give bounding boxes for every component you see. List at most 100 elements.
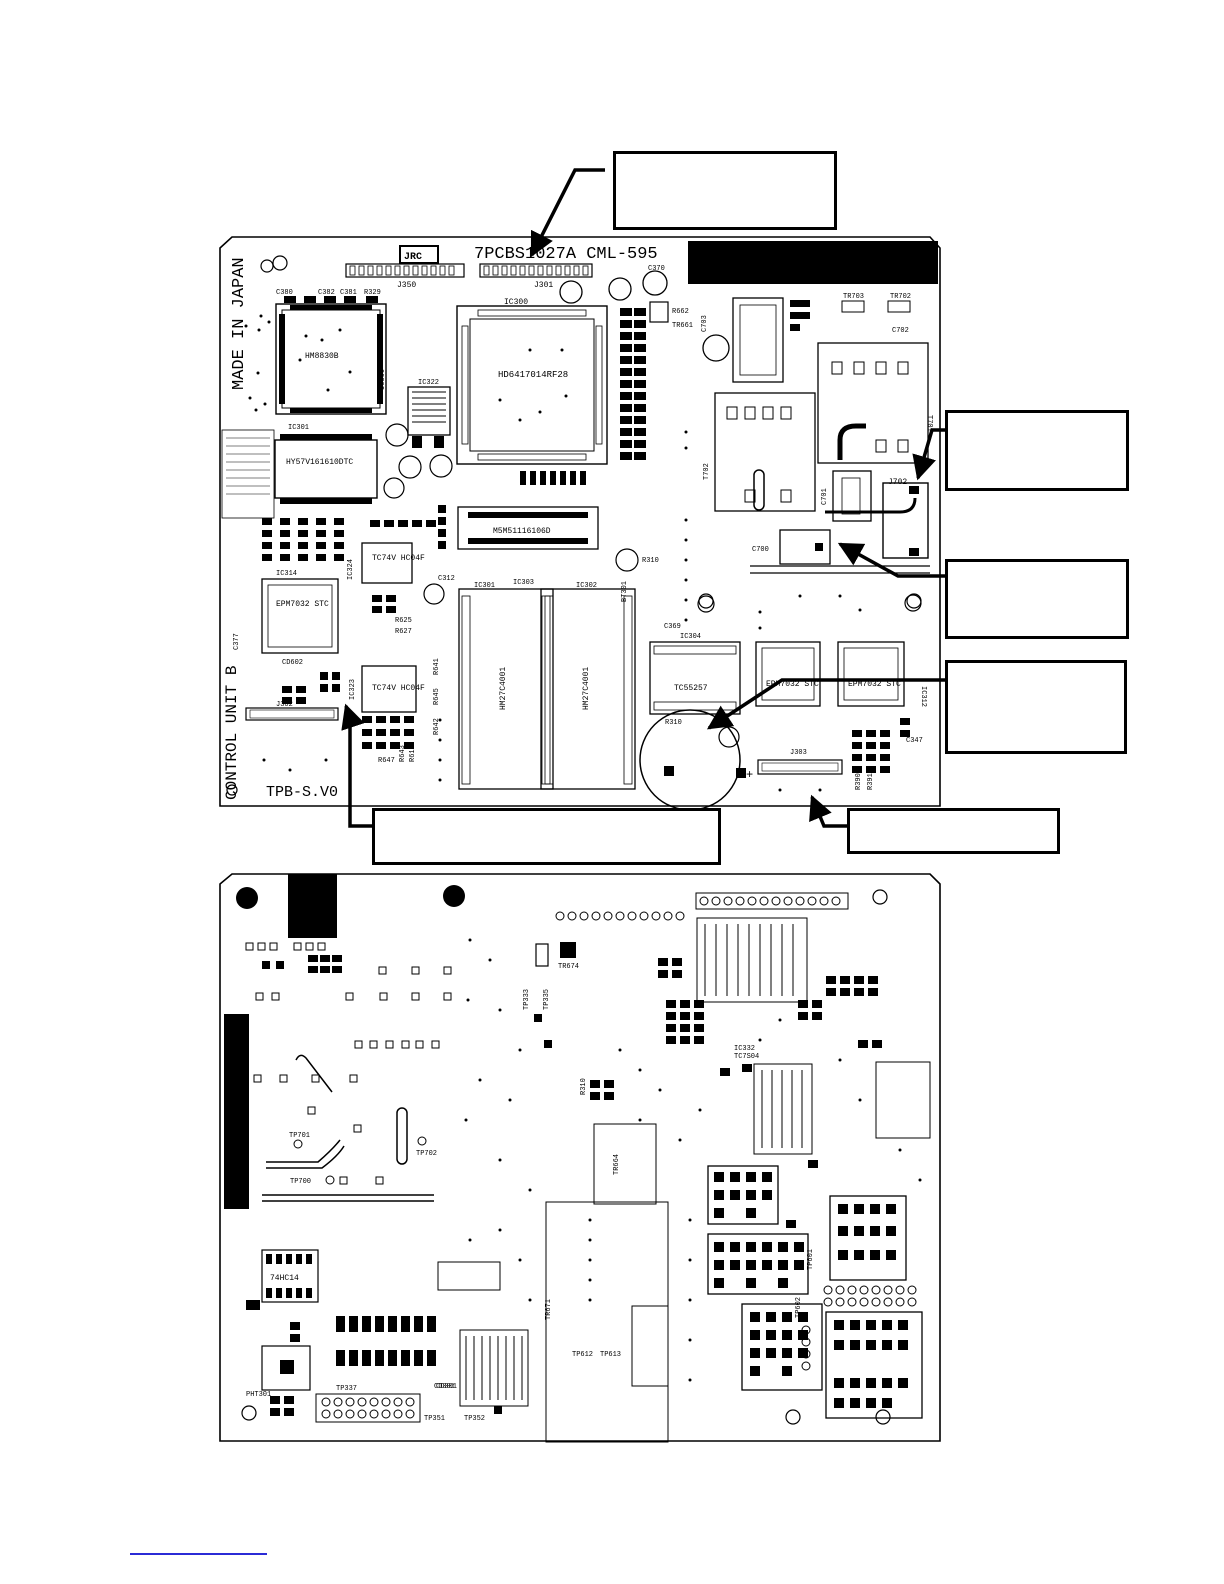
label-r662: R662 xyxy=(672,308,689,316)
labels-right-bottom: C347 R390 R391 xyxy=(855,737,923,790)
svg-text:J350: J350 xyxy=(397,281,416,290)
leader-j301 xyxy=(530,168,605,258)
ic314-cpld: EPM7032 STC IC314 xyxy=(261,570,339,654)
header-right-column xyxy=(801,1285,917,1371)
connector-j350: J350 xyxy=(345,263,465,290)
svg-text:EPM7032 STC: EPM7032 STC xyxy=(766,680,819,689)
connector-j301: J301 xyxy=(479,263,593,290)
svg-text:C702: C702 xyxy=(892,327,909,335)
transistor-tr674 xyxy=(535,942,576,967)
callout-box-bt301 xyxy=(945,660,1127,754)
capacitor-c370: C370 xyxy=(559,265,668,304)
svg-text:TP351: TP351 xyxy=(424,1415,445,1423)
ic322-regulator: IC322 xyxy=(407,379,451,448)
callout-box-j302 xyxy=(372,808,721,865)
svg-text:CD301: CD301 xyxy=(434,1383,455,1391)
svg-text:TP702: TP702 xyxy=(416,1150,437,1158)
svg-text:R310: R310 xyxy=(642,557,659,565)
resistor-blocks-center xyxy=(534,958,882,1100)
svg-text:J302: J302 xyxy=(276,701,293,709)
callout-leaders xyxy=(341,168,947,828)
leader-j702 xyxy=(912,428,947,481)
svg-text:TP612: TP612 xyxy=(572,1351,593,1359)
svg-text:TC7S04: TC7S04 xyxy=(734,1053,759,1061)
ic301-eprom: HM27C4001 IC301 xyxy=(458,582,554,790)
svg-text:IC306: IC306 xyxy=(379,369,387,390)
svg-text:C382: C382 xyxy=(318,289,335,297)
ic306-qfp: HM8830B IC306 xyxy=(275,303,387,415)
resistor-column-ic300 xyxy=(620,308,646,460)
footer-link-rule[interactable] xyxy=(130,1553,267,1555)
slots-bottom xyxy=(262,1054,434,1202)
connector-c701: C701 xyxy=(821,470,872,522)
svg-text:C703: C703 xyxy=(701,315,709,332)
svg-text:BT301: BT301 xyxy=(621,581,629,602)
resistor-grid-left xyxy=(262,518,436,749)
svg-text:IC314: IC314 xyxy=(276,570,297,578)
svg-text:HM27C4001: HM27C4001 xyxy=(582,667,591,710)
ic312-cpld-a: EPM7032 STC xyxy=(755,641,821,707)
svg-text:IC312: IC312 xyxy=(919,686,927,707)
svg-text:HM8830B: HM8830B xyxy=(305,352,339,361)
svg-text:R310: R310 xyxy=(580,1078,588,1095)
labels-bottom-middle: TP612 TP613 TP601 TP602 TR671 TR664 TR67… xyxy=(434,963,815,1391)
svg-text:C312: C312 xyxy=(438,575,455,583)
svg-text:C700: C700 xyxy=(752,546,769,554)
svg-text:R329: R329 xyxy=(364,289,381,297)
board-slot-trace-2 xyxy=(825,497,917,514)
svg-text:J702: J702 xyxy=(888,478,907,487)
leader-bt301 xyxy=(706,678,947,730)
svg-text:TC55257: TC55257 xyxy=(674,684,708,693)
component-pht301 xyxy=(261,1345,311,1391)
svg-text:TP613: TP613 xyxy=(600,1351,621,1359)
connector-j303: J303 xyxy=(757,749,843,775)
control-unit-label: CONTROL UNIT B xyxy=(223,666,241,800)
svg-text:TP601: TP601 xyxy=(807,1249,815,1270)
header-tp337 xyxy=(315,1393,421,1423)
svg-text:HD6417014RF28: HD6417014RF28 xyxy=(498,370,568,380)
transformer-small-top xyxy=(732,297,784,383)
board-slot-trace xyxy=(750,565,930,574)
made-in-japan-label: MADE IN JAPAN xyxy=(230,257,249,390)
svg-text:R390: R390 xyxy=(855,773,863,790)
svg-text:EPM7032 STC: EPM7032 STC xyxy=(276,600,329,609)
svg-text:R625: R625 xyxy=(395,617,412,625)
svg-text:TP333: TP333 xyxy=(523,989,531,1010)
svg-text:TP352: TP352 xyxy=(464,1415,485,1423)
bottom-block-top xyxy=(288,874,337,938)
ic303-sram: M5M51116106D IC303 xyxy=(457,506,599,587)
svg-text:J301: J301 xyxy=(534,281,553,290)
svg-text:CD301: CD301 xyxy=(436,1383,457,1391)
callout-box-j303 xyxy=(847,808,1060,854)
svg-text:EPM7032 STC: EPM7032 STC xyxy=(848,680,901,689)
svg-text:HM27C4001: HM27C4001 xyxy=(499,667,508,710)
svg-text:R310: R310 xyxy=(665,719,682,727)
svg-text:IC322: IC322 xyxy=(418,379,439,387)
transformer-t701: T701 xyxy=(817,342,933,464)
cluster-lower-right-pads xyxy=(714,1160,908,1408)
labels-bottom-left: TP337 TP351 TP352 PHT301 CD301 xyxy=(246,1383,485,1423)
leader-j302 xyxy=(341,703,374,828)
test-points-tp70x: TP701 TP702 TP700 xyxy=(289,1132,437,1186)
svg-text:R643: R643 xyxy=(399,745,407,762)
cluster-lower-right xyxy=(707,1165,923,1419)
ic300-qfp: HD6417014RF28 IC300 xyxy=(456,298,608,465)
svg-text:C347: C347 xyxy=(906,737,923,745)
test-point-column-block xyxy=(545,917,931,1443)
svg-text:IC304: IC304 xyxy=(680,633,701,641)
callout-box-j301 xyxy=(613,151,837,230)
bottom-hole-1 xyxy=(236,887,258,909)
battery-bt301: R310 + xyxy=(639,709,753,811)
svg-text:TC74V HC04F: TC74V HC04F xyxy=(372,554,425,563)
svg-text:TR671: TR671 xyxy=(545,1299,553,1320)
resistor-grid-right xyxy=(852,718,910,773)
svg-text:IC301: IC301 xyxy=(288,424,309,432)
test-point-header-top xyxy=(555,892,849,921)
svg-text:IC301: IC301 xyxy=(474,582,495,590)
svg-text:IC300: IC300 xyxy=(504,298,528,307)
svg-text:R618: R618 xyxy=(409,745,417,762)
svg-text:R647: R647 xyxy=(378,757,395,765)
connector-j702: J702 xyxy=(882,478,929,559)
ic304-sram: TC55257 IC304 xyxy=(649,633,741,715)
